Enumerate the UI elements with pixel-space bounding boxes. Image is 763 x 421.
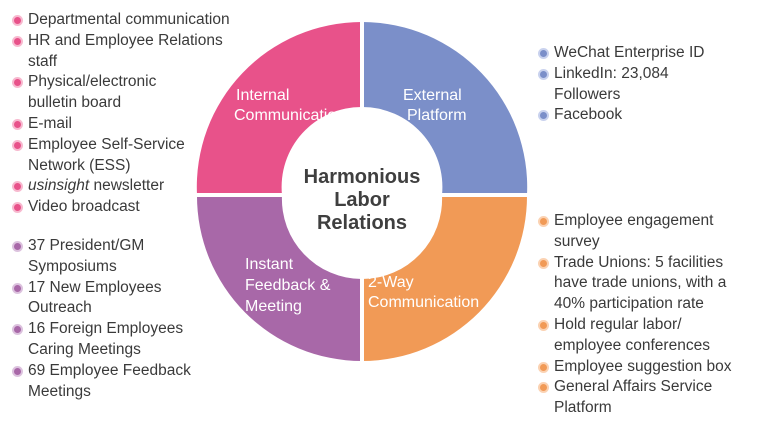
center-circle	[282, 115, 442, 275]
quadrant-two-way-communication	[362, 195, 528, 362]
bullet-icon	[12, 282, 23, 294]
bullet-icon	[538, 361, 549, 373]
bullet-icon	[12, 118, 23, 130]
list-item: usinsight newsletter	[12, 176, 230, 197]
bullet-icon	[12, 77, 23, 89]
bullet-icon	[12, 15, 23, 26]
list-item: WeChat Enterprise ID	[538, 43, 704, 64]
bullet-icon	[12, 365, 23, 377]
bullet-icon	[12, 181, 23, 193]
quadrant-label-internal-2: Communication	[234, 107, 345, 124]
bullet-icon	[12, 241, 23, 252]
bullet-icon	[538, 68, 549, 80]
list-item: Employee suggestion box	[538, 357, 732, 378]
quadrant-external-platform	[362, 21, 528, 196]
quadrant-label-feedback-2: Feedback &	[245, 277, 331, 294]
quadrant-label-two-way-1: 2-Way	[368, 274, 414, 291]
quadrant-label-internal-1: Internal	[236, 87, 289, 104]
list-item: E-mail	[12, 114, 230, 135]
quadrant-label-external-1: External	[403, 87, 462, 104]
list-item: Facebook	[538, 105, 704, 126]
list-item: Video broadcast	[12, 197, 230, 218]
bullet-icon	[538, 382, 549, 394]
bullet-icon	[538, 48, 549, 59]
center-title-line3: Relations	[317, 212, 407, 234]
quadrant-label-external-2: Platform	[407, 107, 467, 124]
quadrant-label-feedback-1: Instant	[245, 256, 294, 273]
quadrant-internal-communication	[196, 21, 362, 196]
bullet-icon	[12, 202, 23, 214]
bullet-icon	[12, 35, 23, 47]
internal-communication-list: Departmental communication HR and Employ…	[12, 10, 230, 218]
center-title-line1: Harmonious	[304, 166, 421, 188]
bullet-icon	[538, 110, 549, 122]
list-item: Hold regular labor/employee conferences	[538, 315, 732, 357]
center-title-line2: Labor	[334, 189, 390, 211]
quadrant-label-two-way-2: Communication	[368, 294, 479, 311]
bullet-icon	[538, 319, 549, 331]
bullet-icon	[538, 257, 549, 269]
quadrant-label-feedback-3: Meeting	[245, 298, 302, 315]
bullet-icon	[12, 139, 23, 151]
list-item: Departmental communication	[12, 10, 230, 31]
quadrant-instant-feedback	[196, 195, 362, 362]
bullet-icon	[12, 324, 23, 336]
bullet-icon	[538, 216, 549, 227]
